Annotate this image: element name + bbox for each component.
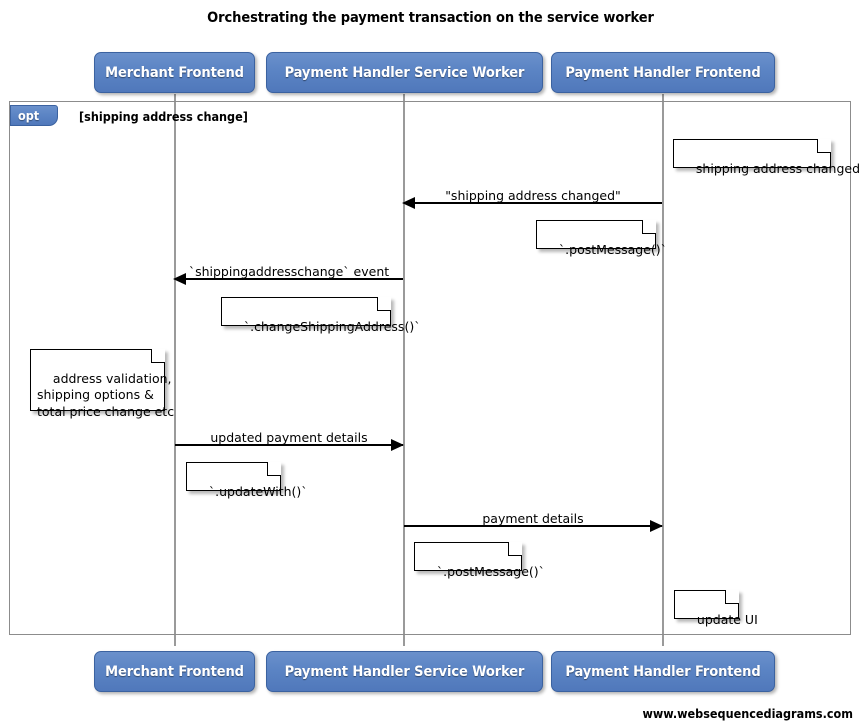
note-update-with: `.updateWith()` — [186, 462, 308, 499]
opt-fragment-tag: opt — [10, 105, 58, 126]
note-text: `.updateWith()` — [208, 483, 308, 499]
actor-label: Payment Handler Service Worker — [284, 663, 525, 680]
lifeline-payment-handler-service-worker — [403, 94, 405, 646]
actor-top-payment-handler-service-worker[interactable]: Payment Handler Service Worker — [266, 52, 543, 93]
note-post-message-1: `.postMessage()` — [536, 220, 667, 257]
actor-bottom-payment-handler-service-worker[interactable]: Payment Handler Service Worker — [266, 651, 543, 692]
message-line-shipping-address-changed — [404, 202, 662, 204]
message-arrowhead-shippingaddresschange-event — [173, 273, 186, 285]
message-arrowhead-updated-payment-details — [391, 439, 404, 451]
note-text: address validation, shipping options & t… — [37, 370, 175, 419]
message-line-updated-payment-details — [175, 444, 403, 446]
opt-fragment-tag-label: opt — [18, 108, 40, 123]
message-arrowhead-shipping-address-changed — [402, 197, 415, 209]
message-label-shipping-address-changed: "shipping address changed" — [445, 188, 621, 203]
note-text: `.postMessage()` — [558, 241, 667, 257]
message-arrowhead-payment-details — [650, 520, 663, 532]
note-fold-corner-icon — [508, 542, 522, 556]
note-address-validation: address validation, shipping options & t… — [30, 349, 174, 419]
actor-top-payment-handler-frontend[interactable]: Payment Handler Frontend — [551, 52, 775, 93]
actor-bottom-merchant-frontend[interactable]: Merchant Frontend — [94, 651, 255, 692]
actor-label: Payment Handler Service Worker — [284, 64, 525, 81]
note-fold-corner-icon — [267, 462, 281, 476]
note-fold-corner-icon — [817, 139, 831, 153]
actor-label: Merchant Frontend — [105, 663, 244, 680]
note-change-shipping-address: `.changeShippingAddress()` — [221, 297, 420, 334]
note-text: update UI — [696, 611, 758, 627]
actor-label: Payment Handler Frontend — [565, 663, 761, 680]
actor-top-merchant-frontend[interactable]: Merchant Frontend — [94, 52, 255, 93]
lifeline-payment-handler-frontend — [662, 94, 664, 646]
note-text: `.changeShippingAddress()` — [243, 318, 421, 334]
note-shipping-address-changed: shipping address changed — [673, 139, 860, 176]
note-fold-corner-icon — [151, 349, 165, 363]
note-fold-corner-icon — [377, 297, 391, 311]
message-line-shippingaddresschange-event — [175, 278, 403, 280]
footer-watermark: www.websequencediagrams.com — [642, 706, 854, 721]
message-label-updated-payment-details: updated payment details — [210, 430, 368, 445]
diagram-title: Orchestrating the payment transaction on… — [207, 10, 654, 26]
note-text: shipping address changed — [695, 160, 861, 176]
opt-fragment-condition: [shipping address change] — [79, 109, 248, 124]
opt-fragment-frame — [9, 101, 851, 635]
actor-label: Merchant Frontend — [105, 64, 244, 81]
actor-label: Payment Handler Frontend — [565, 64, 761, 81]
message-label-shippingaddresschange-event: `shippingaddresschange` event — [188, 264, 390, 279]
note-fold-corner-icon — [725, 590, 739, 604]
message-label-payment-details: payment details — [482, 511, 584, 526]
message-line-payment-details — [404, 525, 662, 527]
actor-bottom-payment-handler-frontend[interactable]: Payment Handler Frontend — [551, 651, 775, 692]
note-post-message-2: `.postMessage()` — [414, 542, 545, 579]
note-fold-corner-icon — [642, 220, 656, 234]
note-text: `.postMessage()` — [436, 563, 545, 579]
lifeline-merchant-frontend — [174, 94, 176, 646]
note-update-ui: update UI — [674, 590, 758, 627]
